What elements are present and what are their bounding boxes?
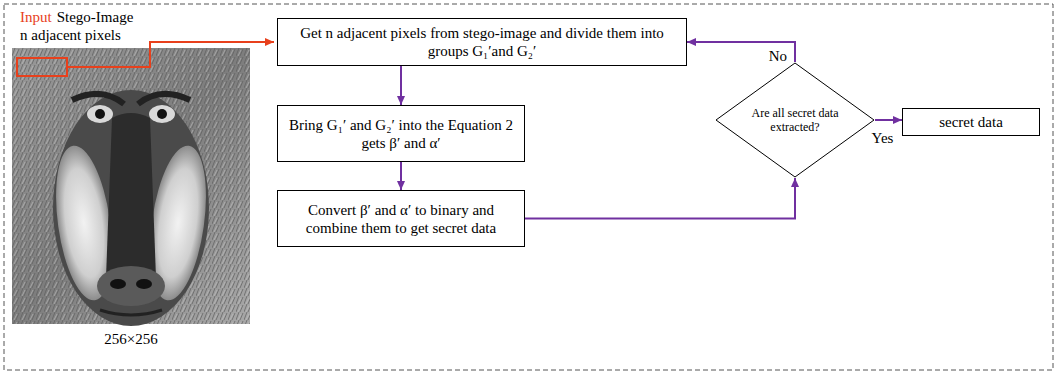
image-label: Stego-Image <box>57 8 134 26</box>
edge-label: No <box>767 48 789 65</box>
node-text: Convert β′ and α′ to binary and combine … <box>286 201 516 237</box>
edge-label: Yes <box>870 130 896 147</box>
decision-diamond: Are all secret data extracted? <box>715 62 875 178</box>
process-box: Convert β′ and α′ to binary and combine … <box>277 190 525 247</box>
node-text: Are all secret data extracted? <box>749 106 842 135</box>
node-text: secret data <box>939 113 1003 131</box>
size-label: 256×256 <box>104 330 157 348</box>
node-text: Bring G₁′ and G₂′ into the Equation 2 ge… <box>286 116 516 152</box>
dashed-frame <box>4 4 1053 370</box>
flow-arrow <box>400 162 402 190</box>
node-text: Get n adjacent pixels from stego-image a… <box>286 24 678 60</box>
flow-arrow <box>400 66 402 105</box>
leader-arrow <box>67 42 274 67</box>
flow-arrow <box>525 178 795 219</box>
baboon-image <box>12 48 250 326</box>
image-label: Input <box>20 8 52 26</box>
process-box: Bring G₁′ and G₂′ into the Equation 2 ge… <box>277 105 525 162</box>
process-box: Get n adjacent pixels from stego-image a… <box>277 18 687 66</box>
image-label: n adjacent pixels <box>20 26 121 44</box>
flow-arrow <box>875 119 902 121</box>
selection-rectangle <box>17 58 67 76</box>
output-box: secret data <box>902 108 1040 136</box>
